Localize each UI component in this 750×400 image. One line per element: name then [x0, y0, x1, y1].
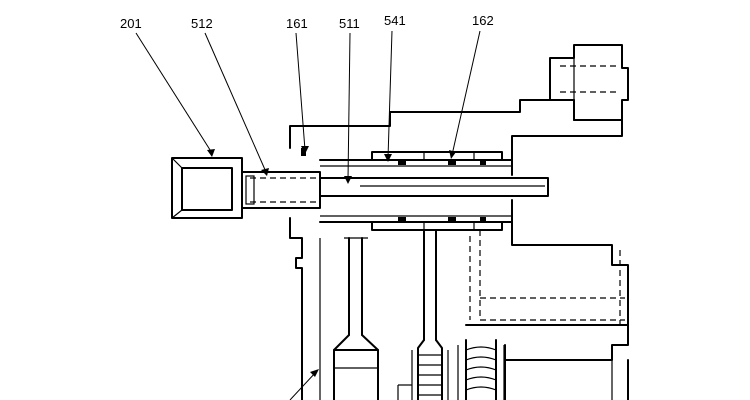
spool-assembly	[301, 148, 549, 231]
leader-bottom-arrow	[310, 369, 319, 377]
top-right-fitting	[549, 44, 629, 121]
leader-201	[135, 32, 213, 154]
leader-201-arrow	[207, 149, 215, 157]
leader-511	[347, 32, 351, 181]
callout-label-201: 201	[120, 16, 142, 31]
leader-162	[451, 30, 481, 156]
middle-plunger	[411, 229, 449, 400]
end-cap	[171, 157, 321, 219]
callout-label-541: 541	[384, 13, 406, 28]
left-plunger	[333, 237, 379, 400]
leader-541	[387, 30, 393, 159]
callout-label-512: 512	[191, 16, 213, 31]
callout-label-162: 162	[472, 13, 494, 28]
leader-512	[204, 32, 267, 173]
callout-label-511: 511	[339, 16, 360, 31]
leader-161	[295, 32, 306, 151]
valve-body	[289, 99, 629, 400]
leader-541-arrow	[384, 154, 392, 162]
callout-labels: 201 512 161 511 541 162	[120, 13, 494, 31]
right-spring	[457, 339, 506, 400]
callout-label-161: 161	[286, 16, 308, 31]
internal-passages	[465, 230, 629, 330]
leader-lines	[135, 30, 481, 400]
